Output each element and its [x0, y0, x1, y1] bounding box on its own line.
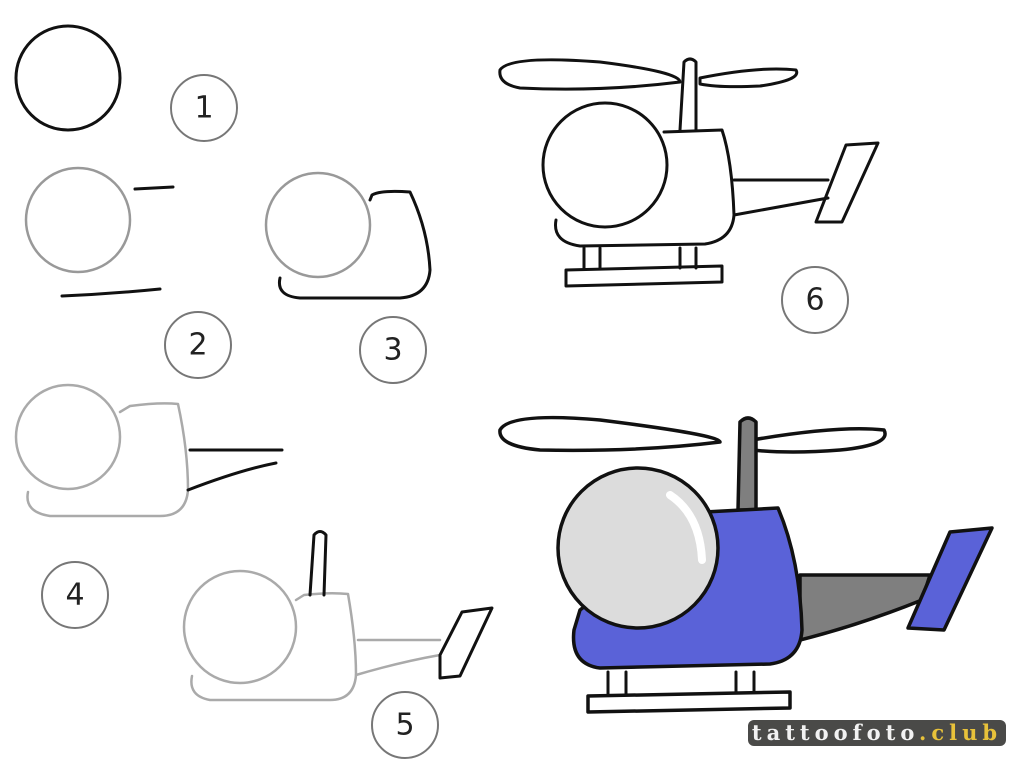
step-label-5: 5	[371, 691, 439, 759]
step-number: 1	[194, 91, 213, 126]
step-number: 2	[188, 328, 207, 363]
step-number: 6	[805, 283, 824, 318]
step-number: 4	[65, 578, 84, 613]
watermark-tld: .club	[919, 720, 1003, 745]
step-label-6: 6	[781, 266, 849, 334]
step-number: 3	[383, 333, 402, 368]
step-number: 5	[395, 708, 414, 743]
step-5-drawing	[182, 530, 494, 702]
step-label-4: 4	[41, 561, 109, 629]
step-6-drawing	[498, 57, 880, 288]
step-label-2: 2	[164, 311, 232, 379]
final-colored-helicopter	[498, 415, 994, 714]
watermark-logo: tattoofoto.club	[748, 720, 1006, 746]
watermark-name: tattoofoto	[751, 720, 920, 745]
step-3-drawing	[264, 171, 432, 300]
step-2-drawing	[24, 166, 175, 298]
step-label-1: 1	[170, 74, 238, 142]
step-1-drawing	[14, 24, 122, 132]
step-4-drawing	[14, 383, 284, 518]
step-label-3: 3	[359, 316, 427, 384]
